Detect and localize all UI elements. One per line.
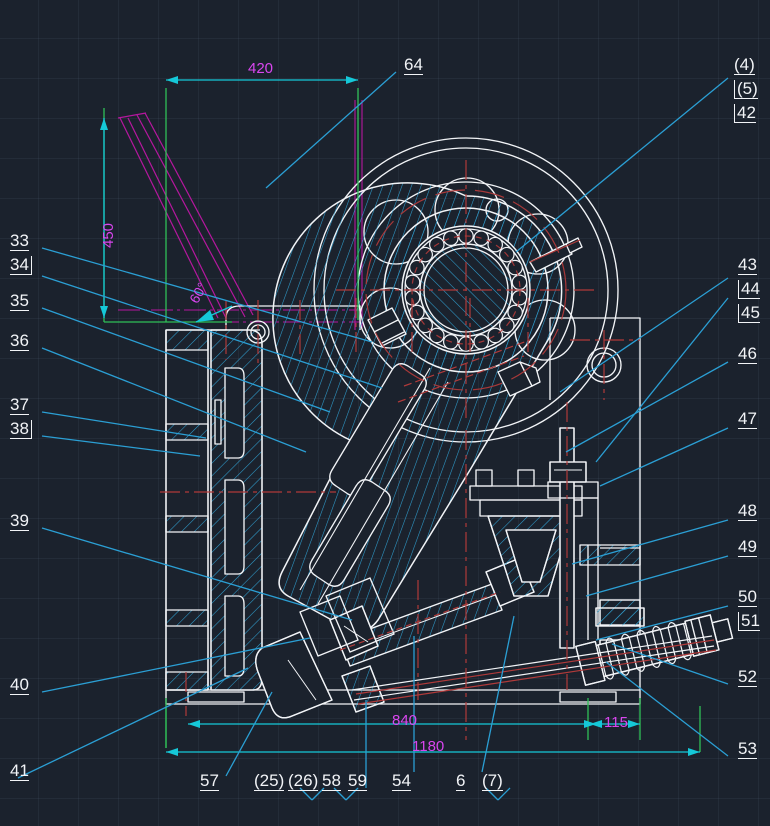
balloon-6[interactable]: 6 — [456, 771, 466, 791]
balloon-49[interactable]: 49 — [738, 537, 757, 557]
balloon-64[interactable]: 64 — [404, 55, 423, 75]
balloon-47[interactable]: 47 — [738, 409, 757, 429]
balloon-38[interactable]: 38 — [10, 420, 32, 439]
balloon-58[interactable]: 58 — [322, 771, 341, 791]
dimension-840: 840 — [392, 712, 418, 729]
balloon-4[interactable]: (4) — [734, 55, 755, 75]
balloon-40[interactable]: 40 — [10, 675, 29, 695]
balloon-51[interactable]: 51 — [738, 612, 760, 631]
balloon-39[interactable]: 39 — [10, 511, 29, 531]
balloon-48[interactable]: 48 — [738, 501, 757, 521]
balloon-53[interactable]: 53 — [738, 739, 757, 759]
dimension-420: 420 — [248, 60, 274, 77]
balloon-43[interactable]: 43 — [738, 255, 757, 275]
balloon-46[interactable]: 46 — [738, 344, 757, 364]
balloon-50[interactable]: 50 — [738, 587, 757, 607]
dimension-450: 450 — [100, 222, 117, 248]
balloon-45[interactable]: 45 — [738, 304, 760, 323]
balloon-37[interactable]: 37 — [10, 395, 29, 415]
balloon-33[interactable]: 33 — [10, 231, 29, 251]
balloon-7[interactable]: (7) — [482, 771, 503, 791]
balloon-59[interactable]: 59 — [348, 771, 367, 791]
balloon-26[interactable]: (26) — [288, 771, 319, 791]
balloon-35[interactable]: 35 — [10, 291, 29, 311]
balloon-41[interactable]: 41 — [10, 761, 29, 781]
dimension-115: 115 — [604, 714, 628, 731]
balloon-52[interactable]: 52 — [738, 667, 757, 687]
balloon-54[interactable]: 54 — [392, 771, 411, 791]
balloon-57[interactable]: 57 — [200, 771, 219, 791]
balloon-5[interactable]: (5) — [734, 80, 758, 99]
balloon-34[interactable]: 34 — [10, 256, 32, 275]
balloon-42[interactable]: 42 — [734, 104, 756, 123]
dimension-1180: 1180 — [412, 738, 445, 755]
balloon-25[interactable]: (25) — [254, 771, 285, 791]
balloon-36[interactable]: 36 — [10, 331, 29, 351]
balloon-44[interactable]: 44 — [738, 280, 760, 299]
